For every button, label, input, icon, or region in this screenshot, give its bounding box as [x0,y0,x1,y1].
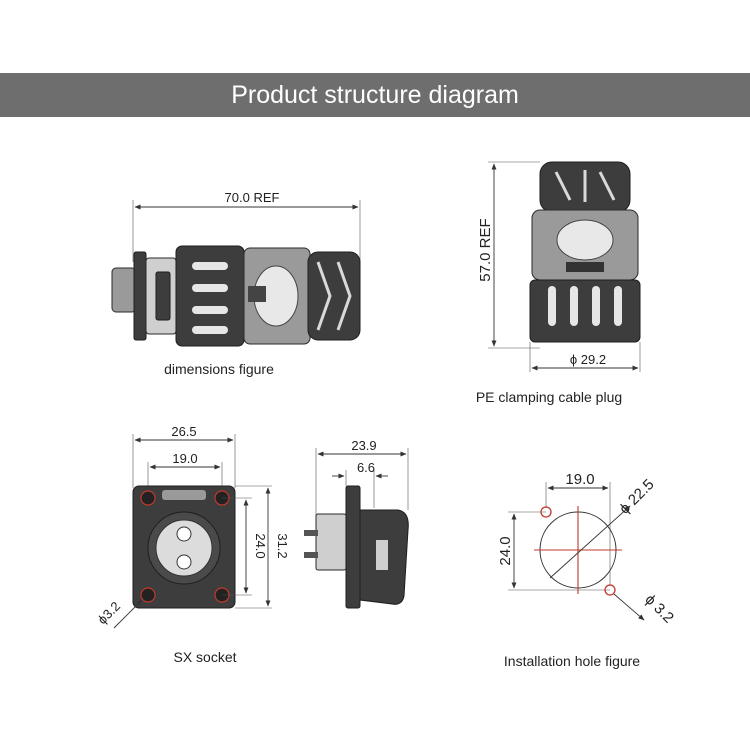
socket-pin-1 [176,526,192,542]
install-small-hole-br [604,584,616,596]
title-banner: Product structure diagram [0,73,750,117]
dim-height-label: 57.0 REF [477,218,494,281]
install-small-hole-tl [540,506,552,518]
plug-rear-cap [111,267,137,313]
mount-hole-tl [140,490,156,506]
dim-socket-width-outer: 26.5 [171,424,196,439]
cable-plug-caption: PE clamping cable plug [476,389,622,405]
dim-hole-diameter-small: ϕ 3.2 [641,591,677,627]
side-rear-body [315,513,347,571]
socket-figure: 26.5 19.0 24.0 31.2 ϕ3.2 SX socket [95,424,290,665]
dim-socket-width-inner: 19.0 [172,451,197,466]
dim-hole-pitch-x: 19.0 [565,471,594,488]
install-hole-figure: 19.0 24.0 ϕ 22.5 ϕ 3.2 Installation hole… [497,471,677,669]
dim-diameter-label: ϕ 29.2 [570,352,606,367]
mount-hole-bl [140,587,156,603]
socket-pin-2 [176,554,192,570]
page-title: Product structure diagram [231,80,519,109]
socket-caption: SX socket [173,649,236,665]
dim-socket-height-outer: 31.2 [275,533,290,558]
dim-side-width-total: 23.9 [351,438,376,453]
dim-side-width-flange: 6.6 [357,460,375,475]
dim-hole-diameter-large: ϕ 22.5 [616,476,658,518]
plug-clamp-end [307,251,361,341]
dim-socket-height-inner: 24.0 [253,533,268,558]
dim-width-label: 70.0 REF [225,190,280,205]
cable-plug-ribbed-nut [529,279,641,343]
cable-plug-figure: 57.0 REF ϕ 29.2 PE clamping cable plug [476,161,641,405]
side-flange [345,485,361,609]
plug-flange [133,251,147,341]
side-view-figure: 23.9 6.6 [304,438,409,609]
install-hole-caption: Installation hole figure [504,653,640,669]
dim-hole-pitch-y: 24.0 [497,536,514,565]
dimensions-caption: dimensions figure [164,361,274,377]
dimensions-figure: 70.0 REF dimensions figure [111,190,361,377]
